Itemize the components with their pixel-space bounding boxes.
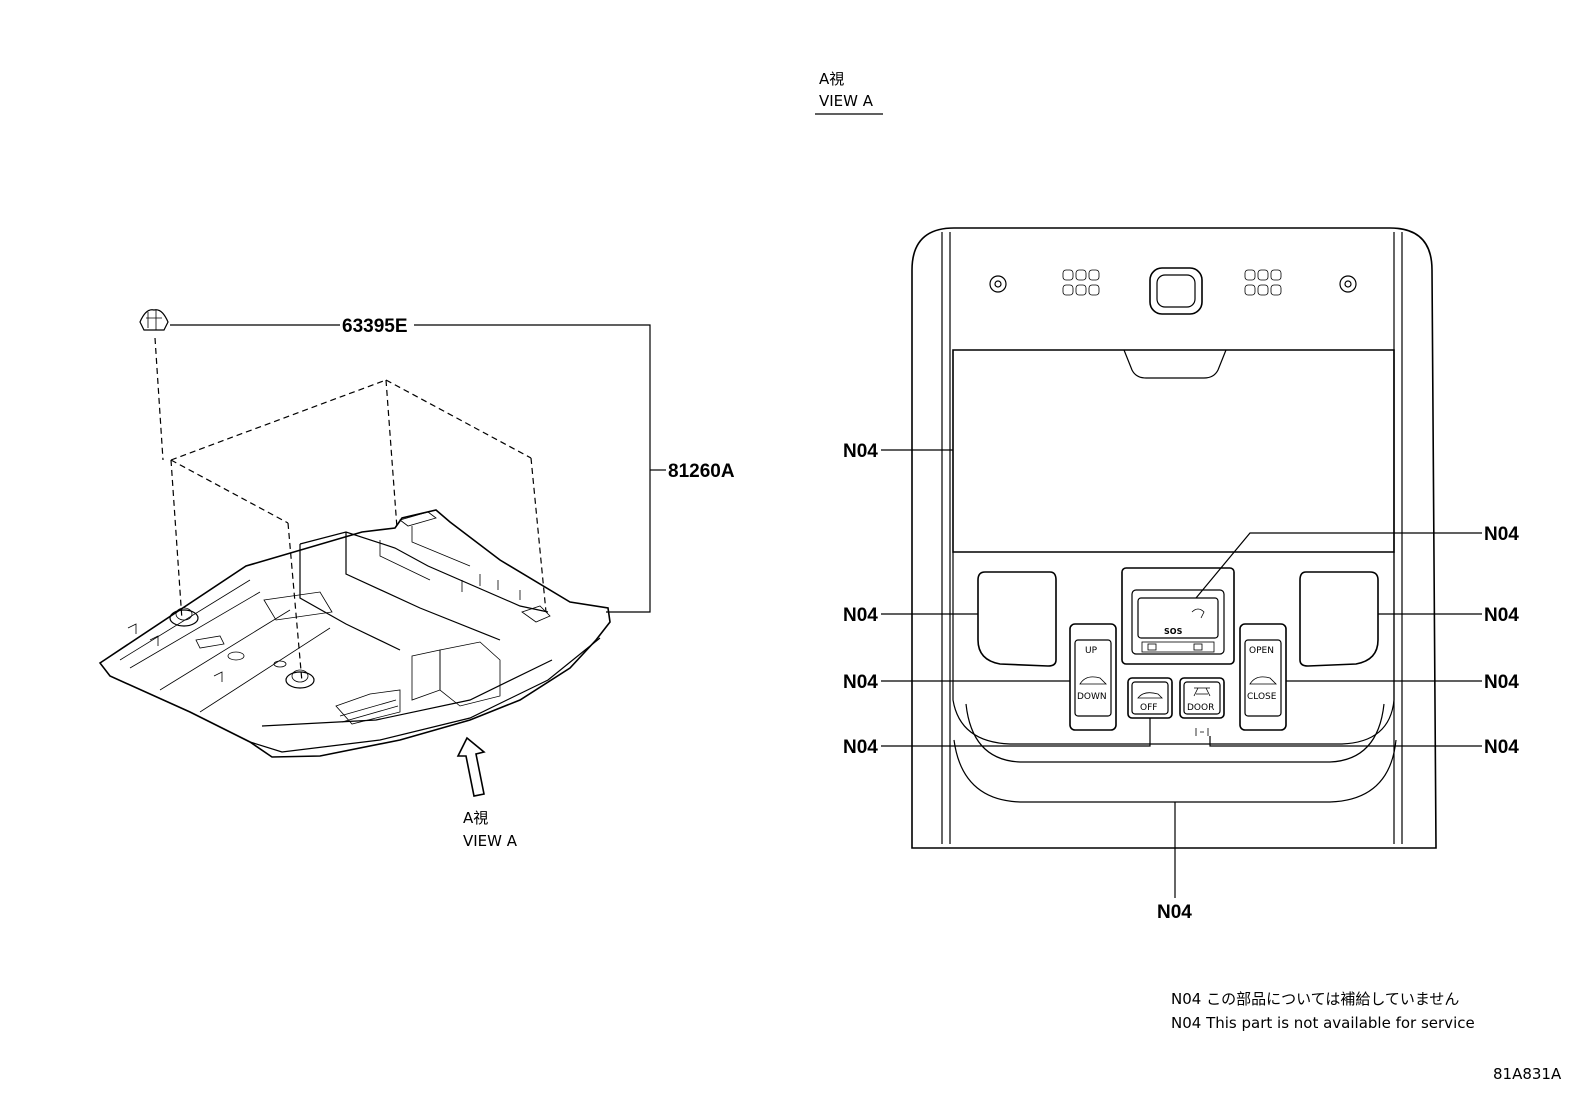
clip-part-number: 63395E: [342, 316, 408, 337]
callout-bottom: N04: [1157, 902, 1192, 923]
left-courtesy-lamp: [977, 571, 1057, 667]
camera-icon: [1149, 267, 1203, 315]
assembly-part-number: 81260A: [668, 461, 735, 482]
callout-right-door-switch: N04: [1484, 737, 1519, 758]
arrow-caption-jp: A視: [463, 809, 488, 827]
microphone-icon-left: [989, 275, 1007, 293]
open-close-switch: OPEN CLOSE: [1239, 623, 1287, 731]
console-assembly: [98, 509, 611, 758]
interior-lamp-off-button: OFF: [1127, 677, 1173, 719]
explode-lines: [154, 337, 547, 683]
lens-notch: [1123, 349, 1227, 379]
open-label: OPEN: [1249, 646, 1274, 656]
callout-left-switch: N04: [843, 672, 878, 693]
speaker-grille-right-icon: [1244, 269, 1282, 296]
callout-left-lamp-switch: N04: [843, 737, 878, 758]
view-a-header: A視 VIEW A: [815, 70, 883, 115]
microphone-icon-right: [1339, 275, 1357, 293]
n04-callouts: N04 N04 N04 N04 N04 N04 N04 N04 N04: [843, 441, 1519, 923]
callout-left-mid: N04: [843, 605, 878, 626]
sos-module: SOS: [1121, 567, 1235, 665]
callout-right-switch: N04: [1484, 672, 1519, 693]
view-a-arrow-icon: [456, 736, 486, 797]
footnote-en: N04 This part is not available for servi…: [1171, 1014, 1475, 1032]
close-label: CLOSE: [1247, 692, 1277, 702]
left-exploded-view: 63395E 81260A: [98, 309, 735, 850]
leader-clip-right: [414, 324, 651, 613]
lamp-off-icon: [1137, 692, 1163, 699]
off-label: OFF: [1140, 703, 1157, 713]
lamp-door-icon: [1193, 687, 1211, 697]
indicator-icon: [1195, 728, 1209, 736]
footnote-jp: N04 この部品については補給していません: [1171, 990, 1459, 1008]
right-courtesy-lamp: [1299, 571, 1379, 667]
roof-up-icon: [1079, 676, 1107, 685]
up-label: UP: [1085, 646, 1098, 656]
roof-open-icon: [1249, 676, 1277, 685]
sos-label: SOS: [1164, 627, 1183, 636]
door-lamp-button: DOOR: [1179, 677, 1225, 736]
view-a-caption-en: VIEW A: [819, 92, 874, 110]
door-label: DOOR: [1187, 703, 1214, 713]
map-lamp-lens: [952, 349, 1395, 553]
arrow-caption-en: VIEW A: [463, 832, 518, 850]
speaker-grille-left-icon: [1062, 269, 1100, 296]
view-a-caption-jp: A視: [819, 70, 844, 88]
callout-right-lens: N04: [1484, 605, 1519, 626]
clip-part-icon: [139, 309, 169, 331]
figure-code: 81A831A: [1493, 1065, 1562, 1083]
down-label: DOWN: [1077, 692, 1107, 702]
callout-right-sos: N04: [1484, 524, 1519, 545]
callout-left-top: N04: [843, 441, 878, 462]
overhead-console-front-view: SOS UP DOWN OPEN CLOSE OFF: [911, 227, 1437, 849]
sunroof-switch: UP DOWN: [1069, 623, 1117, 731]
